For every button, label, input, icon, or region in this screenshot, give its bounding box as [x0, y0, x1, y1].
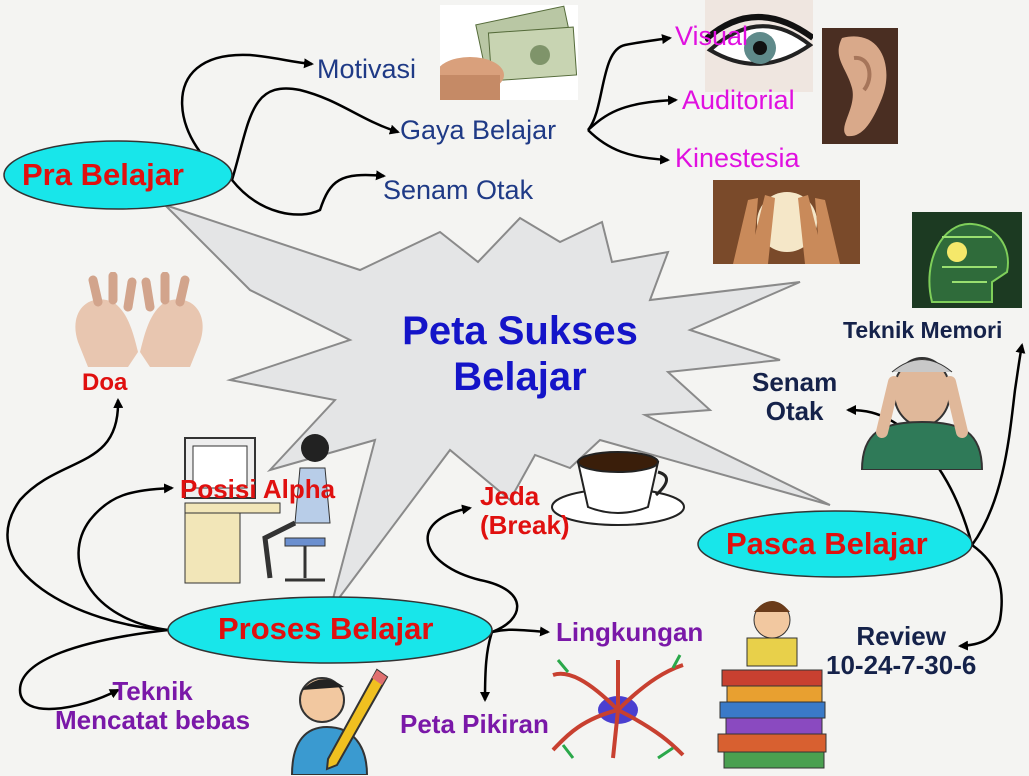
- arrow-to-posisi-alpha: [79, 488, 172, 630]
- review-line2: 10-24-7-30-6: [826, 651, 976, 680]
- pasca-belajar-label: Pasca Belajar: [726, 527, 928, 561]
- pencil-man-image: [282, 665, 394, 775]
- arrow-to-auditorial: [588, 100, 676, 130]
- auditorial-label: Auditorial: [682, 86, 795, 116]
- brain-image: [912, 212, 1022, 308]
- senam-line2: Otak: [752, 397, 837, 426]
- teknik-line2: Mencatat bebas: [55, 706, 250, 735]
- teknik-memori-label: Teknik Memori: [843, 318, 1002, 343]
- money-image: [440, 5, 578, 100]
- teknik-line1: Teknik: [55, 677, 250, 706]
- pra-belajar-label: Pra Belajar: [22, 158, 184, 192]
- arrow-to-peta-pikiran: [485, 632, 492, 700]
- arrow-to-kinestesia: [588, 130, 668, 160]
- center-title-line2: Belajar: [370, 354, 670, 400]
- review-line1: Review: [826, 622, 976, 651]
- computer-desk-image: [175, 428, 340, 590]
- worried-man-image: [842, 352, 1010, 470]
- hands-light-image: [713, 180, 860, 264]
- center-title-line1: Peta Sukses: [370, 308, 670, 354]
- motivasi-label: Motivasi: [317, 55, 416, 85]
- review-label: Review 10-24-7-30-6: [826, 622, 976, 679]
- gaya-belajar-label: Gaya Belajar: [400, 116, 556, 146]
- jeda-line2: (Break): [480, 511, 570, 540]
- praying-hands-image: [58, 272, 220, 370]
- books-girl-image: [712, 590, 832, 770]
- arrow-to-lingkungan: [492, 630, 548, 632]
- posisi-alpha-label: Posisi Alpha: [180, 475, 335, 504]
- lingkungan-label: Lingkungan: [556, 618, 703, 647]
- peta-pikiran-label: Peta Pikiran: [400, 710, 549, 739]
- proses-belajar-label: Proses Belajar: [218, 612, 433, 646]
- senam-otak-pasca-label: Senam Otak: [752, 368, 837, 425]
- senam-line1: Senam: [752, 368, 837, 397]
- mindmap-image: [548, 650, 688, 760]
- senam-otak-pra-label: Senam Otak: [383, 176, 533, 206]
- teknik-mencatat-label: Teknik Mencatat bebas: [55, 677, 250, 734]
- arrow-to-gaya-belajar: [232, 88, 398, 180]
- arrow-to-visual: [588, 38, 670, 130]
- visual-label: Visual: [675, 22, 748, 52]
- doa-label: Doa: [82, 370, 127, 396]
- jeda-label: Jeda (Break): [480, 482, 570, 539]
- arrow-to-senam-otak-pra: [232, 175, 384, 215]
- center-title: Peta Sukses Belajar: [370, 308, 670, 400]
- jeda-line1: Jeda: [480, 482, 570, 511]
- kinestesia-label: Kinestesia: [675, 144, 800, 174]
- arrow-to-doa: [7, 400, 168, 630]
- ear-image: [822, 28, 898, 144]
